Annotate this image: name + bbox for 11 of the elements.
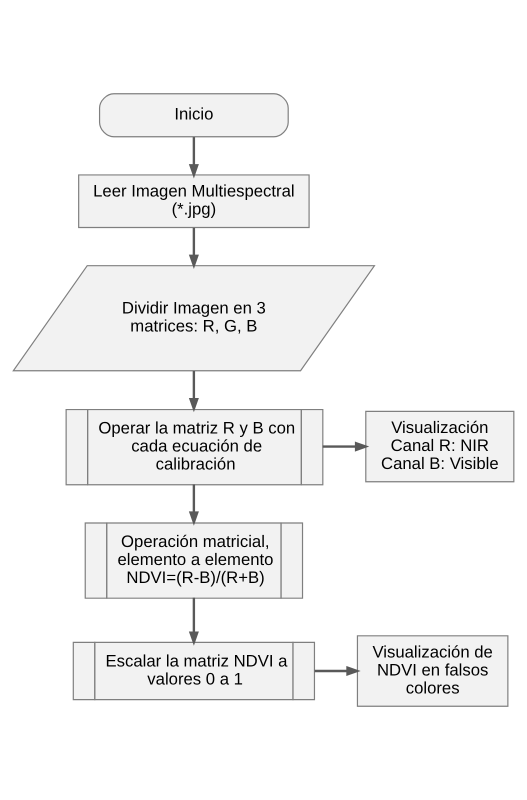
arrow — [188, 598, 199, 646]
arrow — [188, 371, 199, 412]
node-box: Leer Imagen Multiespectral (*.jpg) — [78, 174, 310, 228]
arrow — [188, 137, 199, 178]
node-box: Visualización de NDVI en falsos colores — [356, 635, 508, 707]
arrow — [314, 666, 361, 676]
node-box: Inicio — [98, 93, 289, 138]
arrow — [188, 484, 199, 526]
arrow — [322, 442, 370, 452]
arrow — [188, 228, 199, 269]
node-box: Visualización Canal R: NIR Canal B: Visible — [365, 410, 514, 482]
